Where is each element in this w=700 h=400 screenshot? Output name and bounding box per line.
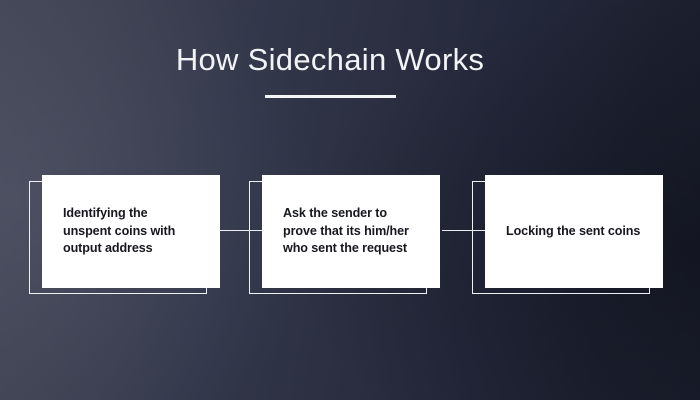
flow-step-1-card[interactable]: Identifying the unspent coins with outpu… <box>42 175 220 288</box>
flow-step-1-label: Identifying the unspent coins with outpu… <box>63 205 176 256</box>
flow-step-3[interactable]: Locking the sent coins <box>472 175 663 294</box>
flow-step-1[interactable]: Identifying the unspent coins with outpu… <box>29 175 220 294</box>
connector-step2-step3 <box>442 230 485 232</box>
flow-step-2-card[interactable]: Ask the sender to prove that its him/her… <box>262 175 440 288</box>
title-block: How Sidechain Works <box>0 42 660 77</box>
page-title: How Sidechain Works <box>175 42 485 77</box>
flow-step-2[interactable]: Ask the sender to prove that its him/her… <box>249 175 440 294</box>
title-underline-rule <box>265 95 396 98</box>
flow-step-3-label: Locking the sent coins <box>506 223 641 238</box>
flow-step-3-card[interactable]: Locking the sent coins <box>485 175 663 288</box>
connector-step1-step2 <box>220 230 262 232</box>
flow-step-2-label: Ask the sender to prove that its him/her… <box>283 205 409 256</box>
